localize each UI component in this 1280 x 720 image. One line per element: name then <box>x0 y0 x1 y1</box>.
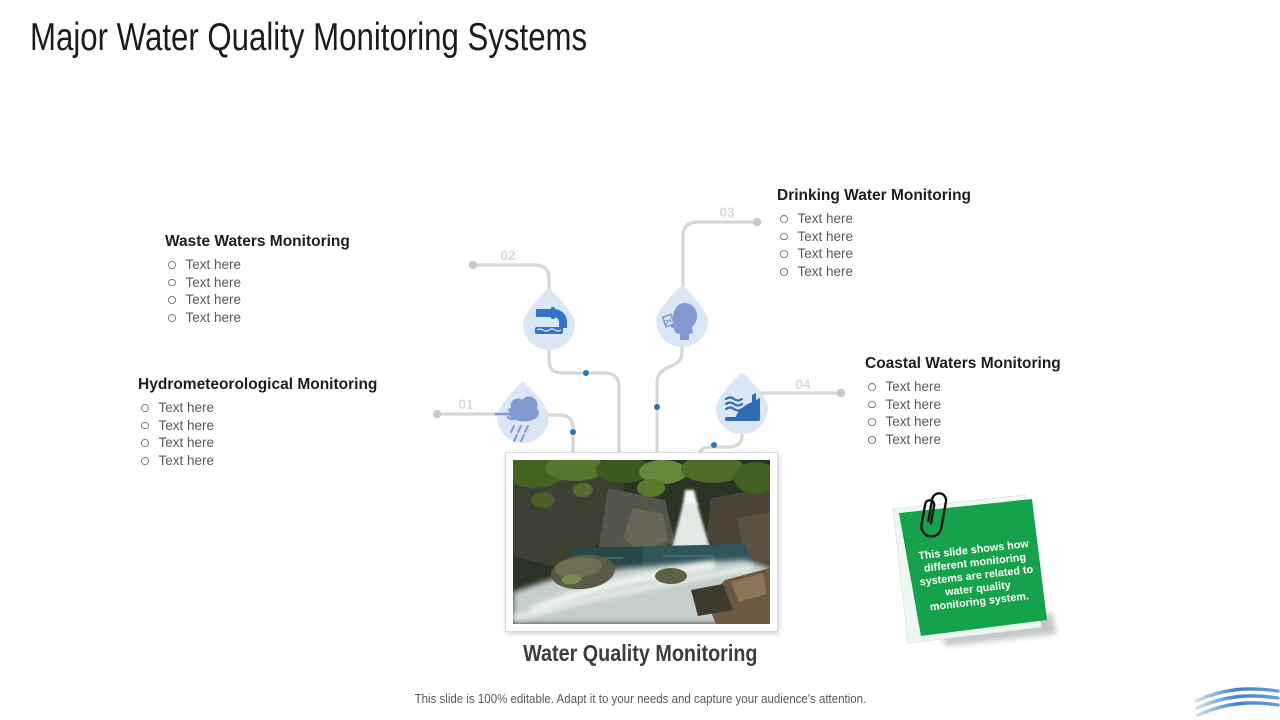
bullet-circle-icon <box>868 383 876 391</box>
section-waste-heading: Waste Waters Monitoring <box>165 233 350 250</box>
drinking-water-icon <box>661 303 697 340</box>
list-item: Text here <box>165 310 350 328</box>
list-item: Text here <box>777 264 971 282</box>
bullet-circle-icon <box>780 268 788 276</box>
bullet-circle-icon <box>780 250 788 258</box>
step-number-02: 02 <box>500 248 515 263</box>
bullet-circle-icon <box>141 457 149 465</box>
junction-dot-01 <box>570 429 576 435</box>
list-item: Text here <box>865 397 1061 415</box>
connector-line-02 <box>471 263 551 295</box>
bullet-circle-icon <box>868 436 876 444</box>
bullet-circle-icon <box>868 418 876 426</box>
drop-shape-waste <box>523 288 575 350</box>
list-item: Text here <box>777 229 971 247</box>
list-item: Text here <box>165 292 350 310</box>
list-item: Text here <box>865 379 1061 397</box>
step-number-01: 01 <box>458 397 474 412</box>
section-hydro-heading: Hydrometeorological Monitoring <box>138 376 378 393</box>
endpoint-dot-02 <box>468 260 478 270</box>
photo-frame <box>505 452 778 632</box>
junction-dot-03 <box>654 404 660 410</box>
bullet-circle-icon <box>868 400 876 409</box>
list-item: Text here <box>138 435 377 453</box>
list-item: Text here <box>777 211 971 229</box>
storm-cloud-icon <box>494 396 539 442</box>
junction-dot-02 <box>583 370 589 376</box>
waste-pipe-icon <box>535 307 568 334</box>
bullet-circle-icon <box>141 439 149 447</box>
sticky-note-text: This slide shows how different monitorin… <box>917 537 1034 614</box>
connector-line-03 <box>681 220 759 296</box>
bullet-circle-icon <box>168 314 176 322</box>
list-item: Text here <box>165 275 350 293</box>
bullet-circle-icon <box>168 296 176 304</box>
photo-caption: Water Quality Monitoring <box>522 640 758 666</box>
section-hydro: Hydrometeorological Monitoring Text here… <box>138 376 377 471</box>
bullet-circle-icon <box>780 215 788 223</box>
section-coastal: Coastal Waters Monitoring Text here Text… <box>865 355 1061 450</box>
bullet-circle-icon <box>141 421 149 430</box>
connector-line-04-to-photo <box>698 430 744 455</box>
list-item: Text here <box>165 257 350 275</box>
connector-line-03-to-photo <box>655 345 684 455</box>
list-item: Text here <box>138 453 377 471</box>
list-item: Text here <box>138 418 377 436</box>
list-item: Text here <box>865 432 1061 450</box>
step-number-04: 04 <box>795 377 811 392</box>
section-waste: Waste Waters Monitoring Text here Text h… <box>165 233 350 328</box>
step-number-03: 03 <box>719 205 735 220</box>
section-drinking: Drinking Water Monitoring Text here Text… <box>777 187 971 282</box>
endpoint-dot-01 <box>432 409 442 419</box>
bullet-circle-icon <box>141 404 149 412</box>
footer-note: This slide is 100% editable. Adapt it to… <box>414 692 866 706</box>
connector-line-01-to-photo <box>547 413 575 455</box>
bullet-circle-icon <box>780 232 788 241</box>
page-title: Major Water Quality Monitoring Systems <box>30 16 588 59</box>
list-item: Text here <box>138 400 377 418</box>
section-coastal-heading: Coastal Waters Monitoring <box>865 355 1061 372</box>
sticky-note <box>892 492 1057 646</box>
connector-line-02-to-photo <box>547 348 621 455</box>
list-item: Text here <box>777 246 971 264</box>
bullet-circle-icon <box>168 278 176 287</box>
coastal-waves-icon <box>724 393 760 421</box>
list-item: Text here <box>865 414 1061 432</box>
waterfall-photo <box>513 460 770 624</box>
junction-dot-04 <box>711 442 717 448</box>
paperclip-icon <box>920 492 948 538</box>
wave-logo-icon <box>1194 687 1280 717</box>
sticky-note-front <box>899 499 1047 636</box>
section-drinking-heading: Drinking Water Monitoring <box>777 187 972 204</box>
bullet-circle-icon <box>168 261 176 269</box>
endpoint-dot-04 <box>836 388 846 398</box>
endpoint-dot-03 <box>752 217 762 227</box>
